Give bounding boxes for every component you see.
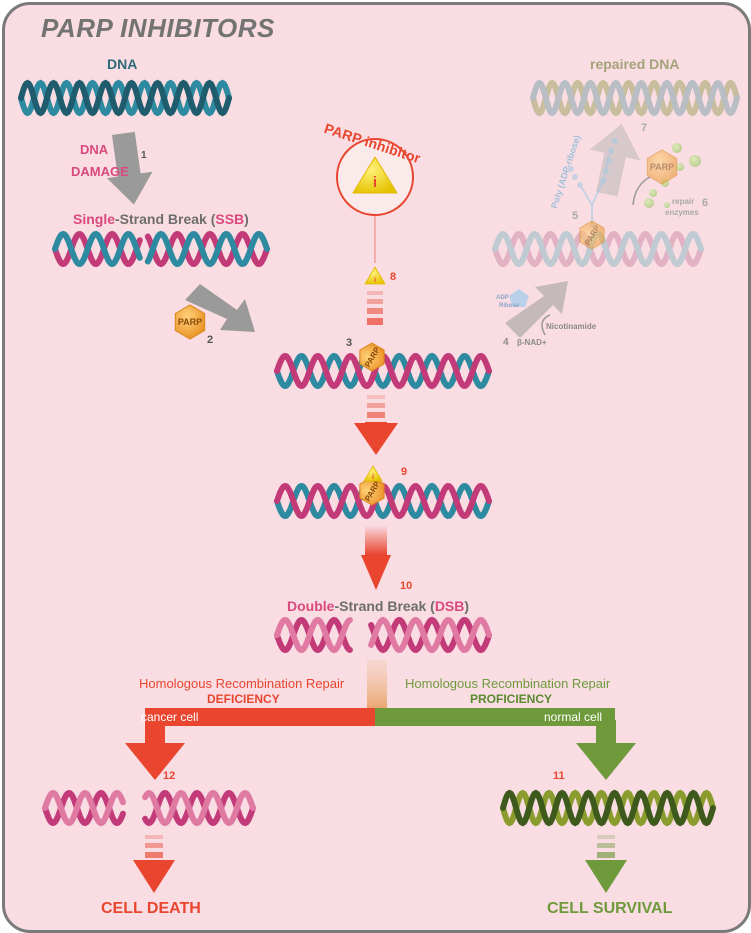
svg-text:i: i [372, 474, 374, 481]
step-4: 4 [503, 337, 509, 348]
adp-ribose-label-2: Ribose [499, 303, 520, 309]
hrr-proficiency-title: Homologous Recombination Repair [405, 676, 611, 691]
page-title: PARP INHIBITORS [41, 13, 275, 43]
dsb-arrow [361, 525, 391, 590]
dna-damage-label-1: DNA [80, 142, 109, 157]
step-10: 10 [400, 580, 413, 592]
step-8: 8 [390, 271, 397, 283]
parp-binding-arrow [185, 284, 255, 332]
cancer-cell-label: cancer cell [141, 710, 199, 724]
adp-ribose-pentagon-icon [509, 289, 529, 307]
nicotinamide-curve [541, 314, 551, 336]
step-12: 12 [163, 770, 176, 782]
ssb-label: Single-Strand Break (SSB) [73, 211, 249, 227]
dna-helix-death [42, 789, 256, 827]
step-5: 5 [572, 210, 579, 222]
dna-damage-label-2: DAMAGE [71, 164, 129, 179]
trapping-arrow [354, 395, 398, 455]
dna-helix-repaired [530, 79, 740, 117]
svg-text:PARP: PARP [650, 162, 674, 172]
parp-inhibitor-badge: i [336, 138, 414, 263]
enzyme-dot-icon [644, 143, 701, 208]
repaired-dna-label: repaired DNA [590, 56, 680, 72]
poly-adp-ribose-chain [568, 138, 618, 227]
death-arrow [133, 835, 175, 893]
svg-text:PARP: PARP [178, 317, 202, 327]
dna-helix-ssb [52, 230, 270, 268]
dna-helix-survival [500, 789, 716, 827]
dna-label: DNA [107, 56, 138, 72]
step-1: 1 [141, 150, 147, 161]
repair-enzymes-label-1: repair [672, 197, 695, 206]
parp-hexagon-icon: PARP [174, 304, 206, 340]
release-curve [632, 176, 651, 206]
step-6: 6 [702, 197, 709, 209]
step-2: 2 [207, 334, 214, 346]
inhibitor-triangle-icon: i [364, 266, 386, 285]
repair-enzymes-label-2: enzymes [665, 208, 699, 217]
normal-cell-label: normal cell [544, 710, 603, 724]
nad-label: β-NAD+ [517, 338, 547, 347]
repair-arrow [589, 123, 641, 197]
hrr-branch [125, 660, 636, 780]
parp-hexagon-icon: PARP [646, 149, 678, 185]
damage-arrow [106, 131, 153, 205]
step-9: 9 [401, 466, 408, 478]
inhibitor-glyph: i [373, 174, 377, 191]
parp-hexagon-icon: PARP [579, 220, 605, 250]
dna-helix-top [18, 79, 232, 117]
hrr-deficiency-title: Homologous Recombination Repair [139, 676, 345, 691]
parp-hexagon-icon: PARP [359, 342, 385, 372]
hrr-deficiency-sub: DEFICIENCY [207, 692, 280, 706]
step-11: 11 [553, 770, 565, 782]
diagram-canvas: i i [18, 79, 740, 893]
step-7: 7 [641, 122, 648, 134]
hrr-proficiency-sub: PROFICIENCY [470, 692, 553, 706]
survival-arrow [585, 835, 627, 893]
activation-arrow [505, 281, 568, 338]
cell-death-label: CELL DEATH [101, 900, 201, 917]
svg-text:i: i [374, 277, 376, 284]
adp-ribose-label-1: ADP [496, 295, 509, 301]
dna-helix-dsb [274, 616, 492, 654]
step-3: 3 [346, 337, 353, 349]
dsb-label: Double-Strand Break (DSB) [287, 598, 470, 614]
nicotinamide-label: Nicotinamide [546, 322, 597, 331]
inhibitor-triangle-icon: i [363, 465, 383, 482]
inhibitor-approach-bars [367, 291, 383, 325]
cell-survival-label: CELL SURVIVAL [547, 900, 673, 917]
